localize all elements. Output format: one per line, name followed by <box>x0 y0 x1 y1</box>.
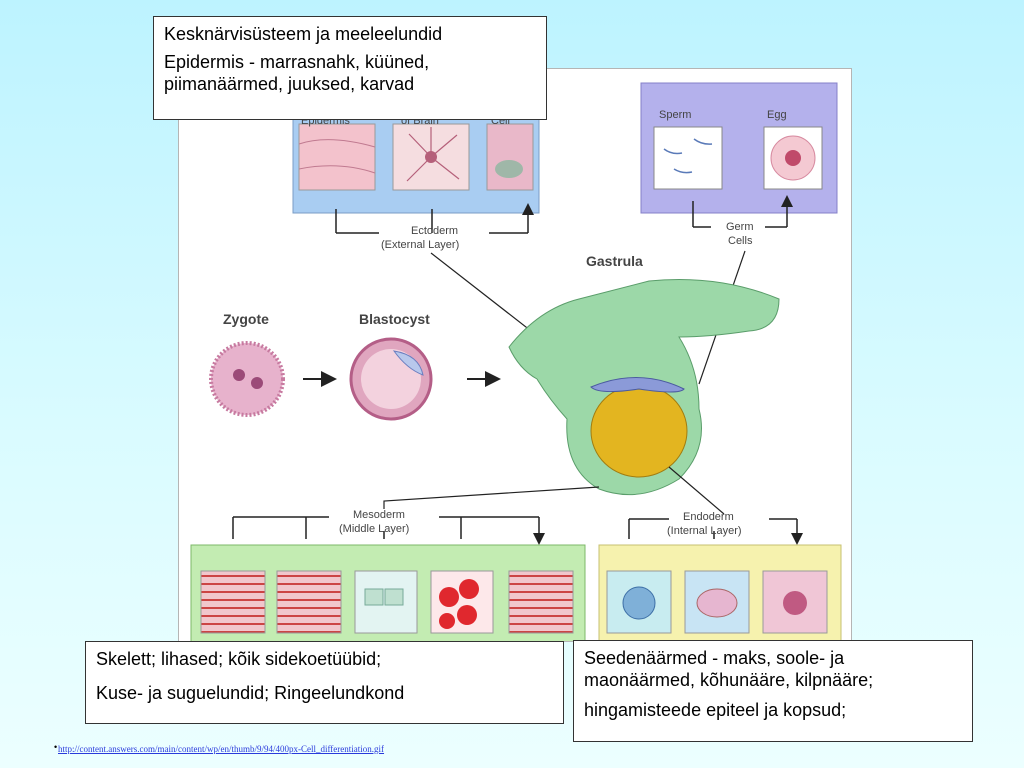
endoderm-callout-line1: Seedenäärmed - maks, soole- ja <box>584 648 845 668</box>
sperm-label: Sperm <box>659 109 692 121</box>
ectoderm-label: Ectoderm <box>411 225 459 237</box>
ectoderm-callout-line3: piimanäärmed, juuksed, karvad <box>164 74 415 94</box>
smooth-muscle-image <box>508 570 574 634</box>
source-bullet: • <box>54 742 58 752</box>
blastocyst-label: Blastocyst <box>359 311 430 327</box>
germ-label-line1: Germ <box>726 221 754 233</box>
endoderm-label: Endoderm <box>683 511 734 523</box>
gastrula-label: Gastrula <box>586 253 643 269</box>
egg-label: Egg <box>767 109 787 121</box>
sperm-image <box>653 126 723 190</box>
cell-differentiation-diagram: Epidermis of Brain Cell Sperm Egg Ectode… <box>178 68 852 642</box>
mesoderm-label: Mesoderm <box>353 509 405 521</box>
ectoderm-callout-line2: Epidermis - marrasnahk, küüned, <box>164 52 430 72</box>
mesoderm-callout-line1: Skelett; lihased; kõik sidekoetüübid; <box>96 649 382 669</box>
endoderm-callout-line3: hingamisteede epiteel ja kopsud; <box>584 700 847 720</box>
endoderm-note: (Internal Layer) <box>667 525 742 537</box>
diagram-graphics <box>190 82 842 641</box>
zygote-label: Zygote <box>223 311 269 327</box>
endoderm-callout-line2: maonäärmed, kõhunääre, kilpnääre; <box>584 670 874 690</box>
mesoderm-callout: Skelett; lihased; kõik sidekoetüübid; Ku… <box>85 641 564 724</box>
cardiac-muscle-image <box>276 570 342 634</box>
zygote-image <box>209 341 285 417</box>
skeletal-muscle-image <box>200 570 266 634</box>
pigment-cell-image <box>486 123 534 191</box>
ectoderm-note: (External Layer) <box>381 239 460 251</box>
mesoderm-callout-line2: Kuse- ja suguelundid; Ringeelundkond <box>96 683 405 703</box>
germ-label-line2: Cells <box>728 235 753 247</box>
epidermis-cell-image <box>298 123 376 191</box>
ectoderm-callout-line1: Kesknärvisüsteem ja meeleelundid <box>164 24 443 44</box>
source-link[interactable]: http://content.answers.com/main/content/… <box>58 744 385 754</box>
endoderm-callout: Seedenäärmed - maks, soole- ja maonäärme… <box>573 640 973 742</box>
ectoderm-callout: Kesknärvisüsteem ja meeleelundid Epiderm… <box>153 16 547 120</box>
yolk-image <box>590 384 688 478</box>
mesoderm-note: (Middle Layer) <box>339 523 410 535</box>
